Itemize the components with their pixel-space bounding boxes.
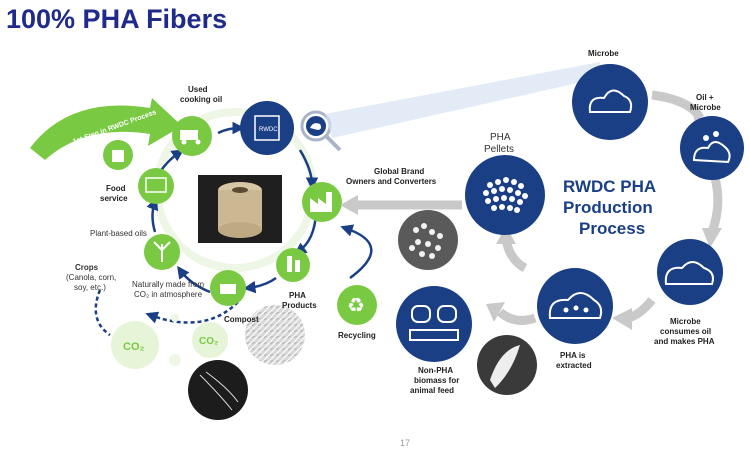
food-store-node xyxy=(138,168,174,204)
pha-pellets-node xyxy=(465,155,545,235)
oil-microbe-node xyxy=(680,116,744,180)
svg-text:CO₂: CO₂ xyxy=(199,336,218,347)
compost-label: Compost xyxy=(224,315,259,324)
plant-based-oils-label: Plant-based oils xyxy=(90,229,147,238)
converter-factory-node xyxy=(302,182,342,222)
used-oil-node xyxy=(172,116,212,156)
pha-products-node xyxy=(276,248,310,282)
pellets-photo xyxy=(398,210,458,270)
page-number: 17 xyxy=(400,438,411,448)
zoom-beam xyxy=(325,62,600,138)
fiber-fluff-photo xyxy=(245,305,305,365)
cycle-arrows xyxy=(94,121,373,337)
rwdc-facility-node: RWDC xyxy=(240,101,294,155)
compost-node xyxy=(210,270,246,306)
oil-microbe-label: Oil +Microbe xyxy=(690,93,721,112)
extracted-node xyxy=(537,268,613,344)
slide-title: 100% PHA Fibers xyxy=(6,4,228,34)
microbe-label: Microbe xyxy=(588,49,619,58)
microbe-node xyxy=(572,64,648,140)
crops-label: Crops(Canola, corn,soy, etc.) xyxy=(66,263,116,292)
animal-feed-node xyxy=(396,286,472,362)
extracted-powder-photo xyxy=(477,335,537,395)
process-title: RWDC PHA Production Process xyxy=(563,177,660,238)
svg-text:CO₂: CO₂ xyxy=(123,341,145,353)
recycling-node: ♻ xyxy=(337,285,377,325)
crops-node xyxy=(144,234,180,270)
food-service-node xyxy=(103,140,133,170)
fiber-spool-photo xyxy=(198,175,282,243)
co2-bubble-a: CO₂ xyxy=(111,321,159,369)
recycle-icon: ♻ xyxy=(347,293,365,317)
consumes-oil-node xyxy=(657,239,723,305)
rwdc-label: RWDC xyxy=(259,127,278,133)
fiber-strands-photo xyxy=(188,360,248,420)
co2-bubble-b: CO₂ xyxy=(192,322,228,358)
recycling-label: Recycling xyxy=(338,331,376,340)
